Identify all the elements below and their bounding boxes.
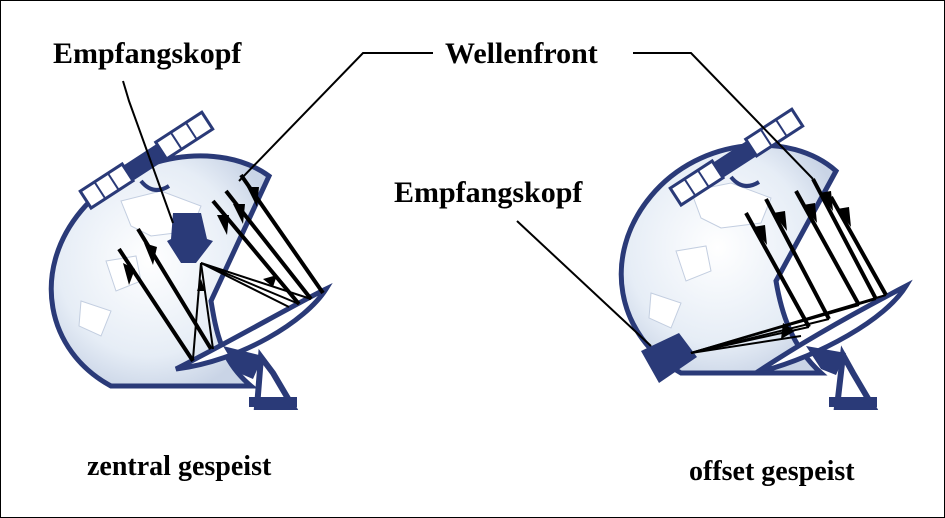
satellite-icon [78,110,215,211]
globe-land [648,182,772,329]
ray-arrowheads-right [753,191,851,245]
left-illustration [48,52,433,410]
ray-arrowheads-left [123,187,259,285]
reflected-rays-right [690,294,887,354]
leader-receiver-left [122,80,174,224]
satellite-icon [668,107,805,208]
satellite-dish-icon [754,279,913,410]
globe-icon [618,142,840,376]
rays-right [744,178,888,328]
caption-offset-fed: offset gespeist [689,456,855,487]
leader-wavefront-right [633,52,814,180]
receiver-head-right [641,333,697,383]
receiver-head-left [167,213,213,263]
label-wavefront: Wellenfront [445,37,598,70]
label-receiver-head-left: Empfangskopf [53,37,242,70]
reflected-rays-left [192,262,312,360]
caption-central-fed: zentral gespeist [87,451,272,482]
satellite-dish-icon [174,283,333,410]
right-illustration [516,52,913,410]
label-receiver-head-right: Empfangskopf [394,176,583,209]
leader-receiver-right [516,220,652,347]
leader-wavefront-left [238,52,433,182]
